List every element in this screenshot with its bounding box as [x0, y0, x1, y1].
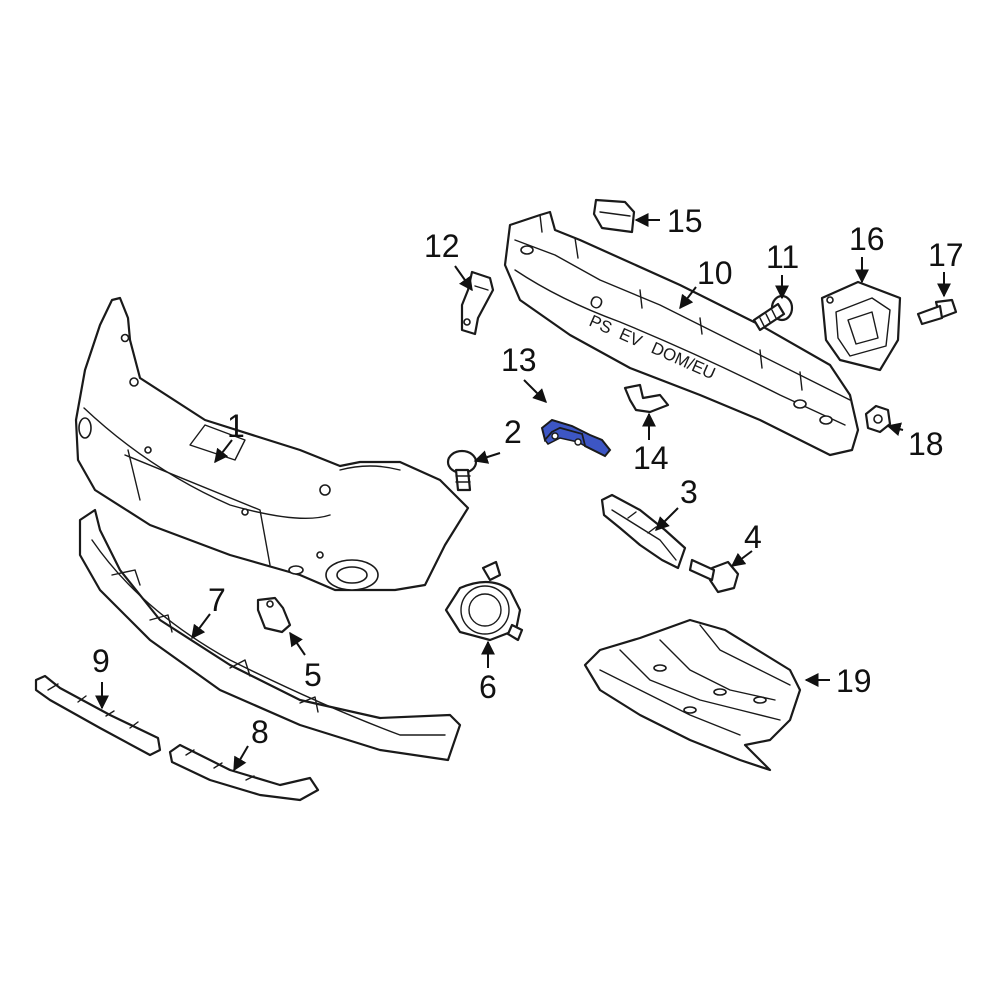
lower-valance-part[interactable]: [78, 508, 462, 762]
nut-18-part[interactable]: [864, 404, 892, 434]
reflector-cap-part[interactable]: [256, 596, 292, 634]
callout-7[interactable]: 7: [208, 582, 226, 618]
side-support-bracket-part[interactable]: [600, 493, 687, 570]
leader-4: [730, 550, 753, 567]
leader-8: [233, 745, 249, 772]
right-trim-strip-part[interactable]: [168, 743, 320, 802]
leader-1: [214, 439, 233, 464]
callout-16[interactable]: 16: [849, 221, 885, 257]
callout-1[interactable]: 1: [227, 408, 245, 444]
leader-lines: [95, 213, 951, 772]
callout-18[interactable]: 18: [908, 426, 944, 462]
bumper-cover-part[interactable]: [74, 296, 470, 592]
bolt-11-part[interactable]: [752, 294, 794, 332]
leader-12: [454, 265, 473, 292]
leader-10: [679, 286, 697, 310]
foam-block-part[interactable]: [592, 198, 636, 234]
callout-8[interactable]: 8: [251, 714, 269, 750]
callout-3[interactable]: 3: [680, 474, 698, 510]
leader-13: [523, 379, 547, 403]
callout-9[interactable]: 9: [92, 643, 110, 679]
callout-19[interactable]: 19: [836, 663, 872, 699]
callout-12[interactable]: 12: [424, 228, 460, 264]
left-trim-strip-part[interactable]: [34, 674, 162, 757]
callout-14[interactable]: 14: [633, 440, 669, 476]
leader-5: [289, 631, 306, 656]
push-clip-part[interactable]: [446, 449, 478, 492]
leader-2: [473, 450, 501, 464]
underbody-shield-part[interactable]: [583, 618, 802, 772]
callout-15[interactable]: 15: [667, 203, 703, 239]
leader-7: [191, 613, 211, 640]
leader-18: [886, 422, 904, 437]
bolt-4-part[interactable]: [688, 558, 740, 594]
highlighted-bracket-part-13[interactable]: [540, 418, 612, 458]
callout-17[interactable]: 17: [928, 237, 964, 273]
reinforcement-bar-part[interactable]: O PS EV DOM/EU: [503, 210, 860, 457]
fog-lamp-bezel-part[interactable]: [444, 560, 524, 642]
bolt-17-part[interactable]: [916, 298, 958, 326]
callout-13[interactable]: 13: [501, 342, 537, 378]
callout-11[interactable]: 11: [766, 239, 799, 275]
callout-2[interactable]: 2: [504, 414, 522, 450]
callout-5[interactable]: 5: [304, 657, 322, 693]
callout-10[interactable]: 10: [697, 255, 733, 291]
callout-labels: 1 2 3 4 5 6 7 8 9 10 11 12 13 14 15 16 1…: [92, 203, 964, 750]
callout-6[interactable]: 6: [479, 669, 497, 705]
small-bracket-part-14[interactable]: [623, 383, 670, 414]
callout-4[interactable]: 4: [744, 519, 762, 555]
leader-3: [655, 507, 679, 531]
energy-absorber-part[interactable]: [820, 280, 902, 372]
